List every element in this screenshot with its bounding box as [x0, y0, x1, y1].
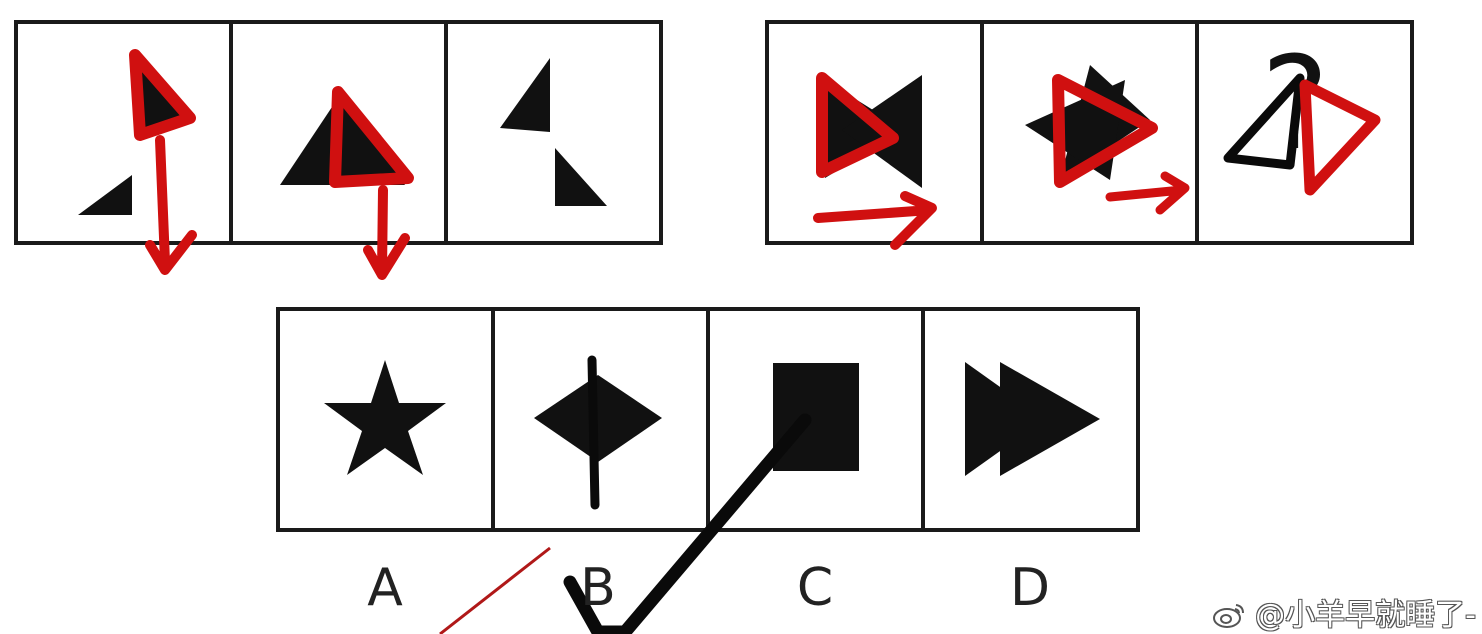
red-annotation-triangle	[1052, 74, 1158, 188]
red-annotation-triangle	[1299, 79, 1381, 196]
left-box-2	[280, 86, 414, 280]
triangle-icon	[280, 95, 405, 185]
triangle-icon	[500, 58, 550, 132]
option-c-square-icon[interactable]	[773, 363, 859, 471]
red-arrow-down	[363, 185, 410, 280]
right-box-2	[1025, 65, 1190, 215]
red-slash-line	[439, 546, 551, 634]
red-arrow-right	[813, 191, 937, 250]
option-a-label[interactable]: A	[367, 558, 403, 618]
left-sequence-frame	[14, 20, 663, 245]
right-sequence: ?	[765, 20, 1414, 250]
right-box-3: ?	[1223, 30, 1381, 196]
option-b-label[interactable]: B	[580, 558, 616, 618]
options-row	[276, 307, 1140, 532]
weibo-logo-icon	[1212, 604, 1244, 628]
left-box-3	[500, 58, 607, 206]
right-box-1	[813, 72, 937, 250]
left-sequence	[14, 20, 663, 280]
red-arrow-right	[1105, 171, 1190, 215]
drawn-vertical-line	[587, 355, 600, 510]
red-annotation-triangle	[329, 86, 414, 188]
option-b-diamond-icon[interactable]	[534, 375, 662, 462]
option-d-label[interactable]: D	[1009, 558, 1051, 618]
weibo-watermark: @小羊早就睡了-	[1212, 590, 1476, 634]
option-a-star-icon[interactable]	[324, 360, 446, 475]
left-box-1	[78, 49, 197, 275]
triangle-icon	[78, 175, 132, 215]
drawn-black-triangle	[1223, 73, 1305, 170]
red-annotation-triangle	[129, 49, 196, 141]
red-annotation-triangle	[816, 72, 899, 178]
option-c-label[interactable]: C	[796, 558, 834, 618]
right-sequence-frame	[765, 20, 1414, 245]
watermark-text: @小羊早就睡了-	[1255, 598, 1476, 633]
option-d-double-triangle-icon[interactable]	[965, 362, 1100, 476]
red-arrow-down	[145, 135, 197, 275]
triangle-icon	[555, 148, 607, 206]
check-mark-icon	[563, 413, 812, 634]
